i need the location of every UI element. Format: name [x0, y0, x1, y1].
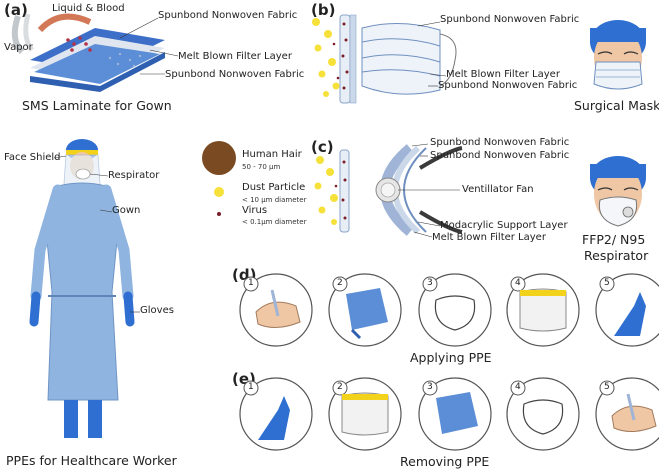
d-step-2-num: 2 — [337, 278, 343, 288]
c-modacrylic-label: Modacrylic Support Layer — [440, 220, 568, 231]
panel-b-letter: (b) — [311, 1, 336, 19]
panel-c-caption-line1: FFP2/ N95 — [582, 232, 646, 247]
legend-dust-size: < 10 μm diameter — [242, 196, 307, 204]
e-step-5-num: 5 — [604, 382, 610, 392]
legend-hair-name: Human Hair — [242, 149, 302, 160]
a-spunbond-bottom-label: Spunbond Nonwoven Fabric — [165, 69, 305, 80]
respirator-label: Respirator — [108, 170, 160, 181]
panel-a-caption: SMS Laminate for Gown — [22, 98, 172, 113]
panel-e-caption: Removing PPE — [400, 454, 490, 469]
e-step-1-num: 1 — [248, 382, 254, 392]
d-step-1-num: 1 — [248, 278, 254, 288]
panel-c-letter: (c) — [311, 138, 334, 156]
vapor-label: Vapor — [4, 42, 33, 53]
worker-caption: PPEs for Healthcare Worker — [6, 453, 177, 468]
c-fan-label: Ventillator Fan — [462, 184, 534, 195]
panel-b-caption: Surgical Mask — [574, 98, 659, 113]
a-spunbond-top-label: Spunbond Nonwoven Fabric — [158, 10, 298, 21]
d-step-5-num: 5 — [604, 278, 610, 288]
gloves-label: Gloves — [140, 305, 174, 316]
panel-c-caption-line2: Respirator — [584, 248, 649, 263]
panel-a-letter: (a) — [4, 1, 28, 19]
legend-virus-name: Virus — [242, 205, 268, 216]
a-melt-blown-label: Melt Blown Filter Layer — [178, 51, 292, 62]
legend-hair-size: 50 - 70 μm — [242, 163, 281, 171]
b-spunbond-bottom-label: Spunbond Nonwoven Fabric — [438, 80, 578, 91]
legend-virus-size: < 0.1μm diameter — [242, 218, 307, 226]
c-spunbond-1-label: Spunbond Nonwoven Fabric — [430, 137, 570, 148]
b-melt-blown-label: Melt Blown Filter Layer — [446, 69, 560, 80]
c-spunbond-2-label: Spunbond Nonwoven Fabric — [430, 150, 570, 161]
b-spunbond-top-label: Spunbond Nonwoven Fabric — [440, 14, 580, 25]
e-step-2-num: 2 — [337, 382, 343, 392]
face-shield-label: Face Shield — [4, 152, 61, 163]
gown-label: Gown — [112, 205, 141, 216]
c-melt-blown-label: Melt Blown Filter Layer — [432, 232, 546, 243]
legend-dust-name: Dust Particle — [242, 182, 306, 193]
d-step-4-num: 4 — [515, 278, 521, 288]
e-step-4-num: 4 — [515, 382, 521, 392]
liquid-blood-label: Liquid & Blood — [52, 3, 125, 14]
panel-d-caption: Applying PPE — [410, 350, 492, 365]
e-step-3-num: 3 — [427, 382, 433, 392]
d-step-3-num: 3 — [427, 278, 433, 288]
